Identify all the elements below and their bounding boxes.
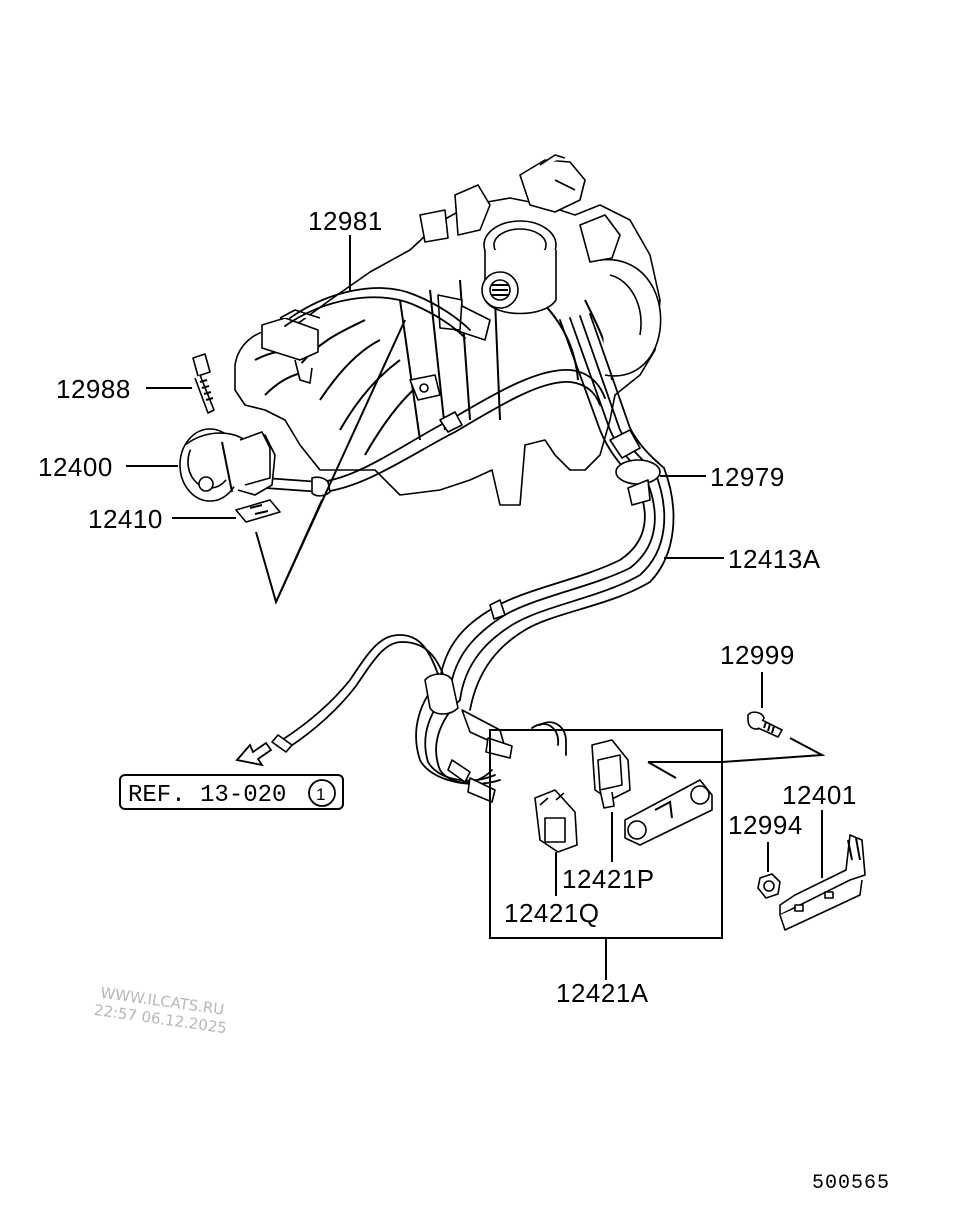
solenoid-bracket-drawing <box>779 834 866 931</box>
bracket-nut-drawing <box>757 873 781 899</box>
egr-gasket-drawing <box>235 499 281 523</box>
reference-box[interactable]: REF. 13-020 1 <box>119 774 344 810</box>
label-12413A: 12413A <box>728 544 821 574</box>
leader-lines <box>126 235 826 980</box>
ref-arrow-icon <box>235 741 273 767</box>
label-12994: 12994 <box>728 810 803 840</box>
egr-valve-drawing <box>179 428 276 502</box>
egr-bolt-drawing <box>192 353 215 414</box>
label-12981: 12981 <box>308 206 383 236</box>
label-12988: 12988 <box>56 374 131 404</box>
reference-text: REF. 13-020 <box>128 782 286 809</box>
solenoid-assembly-box <box>489 729 723 939</box>
label-12979: 12979 <box>710 462 785 492</box>
label-12999: 12999 <box>720 640 795 670</box>
bracket-bolt-drawing <box>747 711 783 738</box>
vacuum-hose-harness <box>264 287 675 803</box>
label-12410: 12410 <box>88 504 163 534</box>
label-12421P: 12421P <box>562 864 655 894</box>
reference-circle-number: 1 <box>316 785 325 804</box>
label-12421Q: 12421Q <box>504 898 600 928</box>
intake-manifold-drawing <box>234 154 662 506</box>
watermark: WWW.ILCATS.RU 22:57 06.12.2025 <box>93 984 228 1038</box>
part-labels: 12981 12988 12400 12410 12979 12413A 129… <box>38 206 857 1008</box>
reference-circle <box>308 779 336 807</box>
label-12401: 12401 <box>782 780 857 810</box>
diagram-code: 500565 <box>812 1172 890 1195</box>
label-12421A: 12421A <box>556 978 649 1008</box>
label-12400: 12400 <box>38 452 113 482</box>
